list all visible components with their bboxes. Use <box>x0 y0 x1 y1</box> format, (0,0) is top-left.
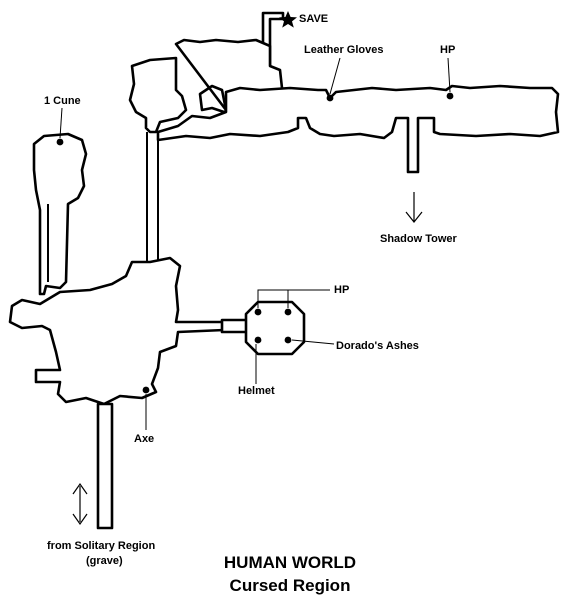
octagon-room <box>244 300 306 356</box>
leader-cune <box>59 107 63 139</box>
central-room <box>8 256 226 406</box>
leader-hp-top <box>447 57 451 93</box>
cune-dot[interactable] <box>56 138 64 146</box>
shadow-tower-label: Shadow Tower <box>380 233 458 245</box>
from-solitary-label: from Solitary Region <box>47 540 155 552</box>
double-arrow-icon[interactable] <box>72 482 88 526</box>
axe-dot[interactable] <box>142 386 150 394</box>
left-upper-room <box>128 56 188 134</box>
dorados-ashes-dot[interactable] <box>284 336 292 344</box>
save-label: SAVE <box>299 13 328 25</box>
leader-leather-gloves <box>329 57 341 95</box>
arrow-down-icon[interactable] <box>405 192 423 223</box>
hp-room-dot-2[interactable] <box>284 308 292 316</box>
map-subtitle: Cursed Region <box>230 576 351 595</box>
helmet-label: Helmet <box>238 385 275 397</box>
hp-top-label: HP <box>440 44 455 56</box>
hp-room-dot-1[interactable] <box>254 308 262 316</box>
cune-room <box>32 132 88 296</box>
hp-room-label: HP <box>334 284 349 296</box>
grave-label: (grave) <box>86 555 123 567</box>
east-corridor <box>156 84 560 174</box>
leader-dorado <box>291 339 335 345</box>
cune-label: 1 Cune <box>44 95 81 107</box>
helmet-dot[interactable] <box>254 336 262 344</box>
leather-gloves-dot[interactable] <box>326 94 334 102</box>
leader-hp-room <box>257 289 330 308</box>
leather-gloves-label: Leather Gloves <box>304 44 383 56</box>
star-icon[interactable] <box>279 11 297 28</box>
axe-label: Axe <box>134 433 154 445</box>
south-shaft <box>96 402 114 530</box>
vertical-shaft-left <box>146 132 159 268</box>
map-title: HUMAN WORLD <box>224 553 356 572</box>
hp-top-dot[interactable] <box>446 92 454 100</box>
dorados-ashes-label: Dorado's Ashes <box>336 340 419 352</box>
